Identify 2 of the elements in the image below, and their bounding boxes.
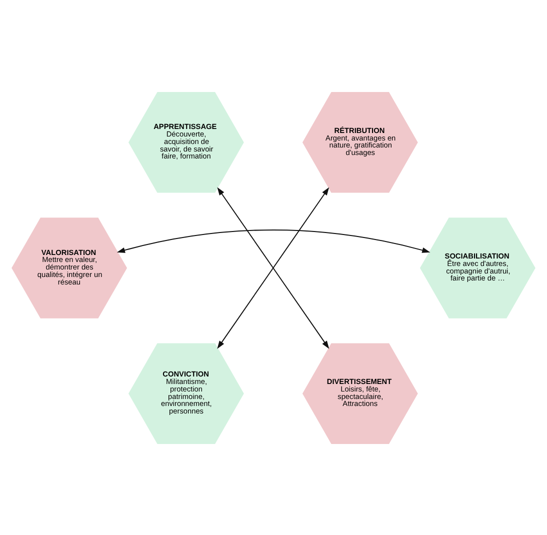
arrow [217,186,330,348]
arrow [116,229,430,252]
